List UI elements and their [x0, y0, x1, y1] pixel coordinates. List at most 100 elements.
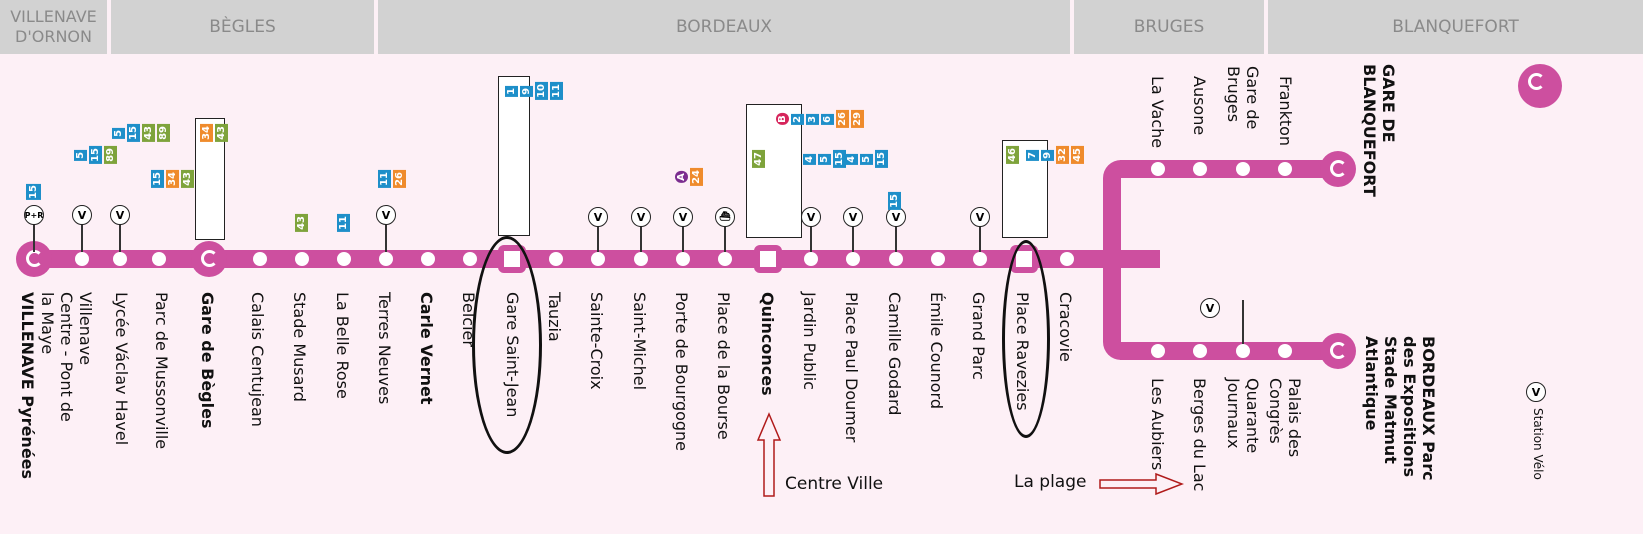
stop-label: Terres Neuves	[375, 292, 394, 405]
connector	[682, 225, 684, 252]
stop-label: Tauzia	[545, 292, 564, 342]
bus-lines-paul-doumer: 4 5 15	[845, 150, 888, 168]
stop-label: Camille Godard	[885, 292, 904, 416]
stop-dot[interactable]	[1151, 162, 1165, 176]
stop-hub-quinconces[interactable]	[754, 245, 782, 273]
bus-badge: 15	[26, 184, 41, 200]
connector	[597, 225, 599, 252]
stop-dot[interactable]	[846, 252, 860, 266]
stop-label: Frankton	[1276, 76, 1295, 147]
bus-badge: 15	[888, 192, 901, 210]
bus-badge: 6	[821, 113, 834, 125]
bus-lines-quinconces-2: 47	[752, 150, 765, 168]
bus-badge: 4	[803, 153, 816, 165]
bus-lines-jardin-public: 4 5 15	[803, 150, 846, 168]
highlight-oval-saint-jean	[472, 236, 542, 454]
bus-badge: 46	[1006, 146, 1019, 164]
stop-dot[interactable]	[295, 252, 309, 266]
stop-dot[interactable]	[718, 252, 732, 266]
connector	[724, 225, 726, 252]
stop-label: BORDEAUX Parc des Expositions Stade Matm…	[1362, 336, 1438, 481]
zone-blanquefort: BLANQUEFORT	[1268, 0, 1643, 54]
bike-station-icon: V	[1200, 298, 1220, 318]
bus-badge: 89	[157, 124, 170, 142]
stop-dot[interactable]	[463, 252, 477, 266]
stop-dot[interactable]	[113, 252, 127, 266]
stop-dot[interactable]	[549, 252, 563, 266]
stop-label: Les Aubiers	[1148, 378, 1167, 471]
boat-icon: ⛴	[715, 207, 735, 227]
bus-badge: 15	[127, 124, 140, 142]
bus-badge: 10	[535, 82, 548, 100]
connector	[33, 222, 35, 252]
stop-dot[interactable]	[1193, 344, 1207, 358]
arrow-right-icon	[1099, 472, 1184, 496]
stop-label: Carle Vernet	[417, 292, 436, 405]
stop-dot[interactable]	[1278, 344, 1292, 358]
stop-label: Place de la Bourse	[714, 292, 733, 440]
stop-dot[interactable]	[1236, 344, 1250, 358]
stop-label: Cracovie	[1056, 292, 1075, 362]
bus-box-quinconces	[746, 104, 802, 238]
connector	[81, 222, 83, 252]
stop-dot[interactable]	[931, 252, 945, 266]
stop-label: Ausone	[1190, 76, 1209, 136]
bus-badge: 89	[104, 146, 117, 164]
stop-dot[interactable]	[1060, 252, 1074, 266]
stop-dot[interactable]	[253, 252, 267, 266]
terminus-parc-expositions[interactable]	[1320, 333, 1356, 369]
stop-label: Lycée Václav Havel	[112, 292, 131, 446]
stop-dot[interactable]	[634, 252, 648, 266]
bus-lines-camille-godard: 15	[888, 192, 901, 210]
bus-badge: A	[675, 171, 688, 183]
stop-dot[interactable]	[889, 252, 903, 266]
stop-label: Place Paul Doumer	[842, 292, 861, 443]
terminus-blanquefort[interactable]	[1320, 151, 1356, 187]
stop-dot[interactable]	[152, 252, 166, 266]
bike-station-icon: V	[110, 205, 130, 225]
stop-dot[interactable]	[676, 252, 690, 266]
stop-dot[interactable]	[1151, 344, 1165, 358]
stop-dot[interactable]	[804, 252, 818, 266]
stop-dot[interactable]	[591, 252, 605, 266]
bus-badge: 2	[791, 113, 804, 125]
stop-dot[interactable]	[1236, 162, 1250, 176]
stop-dot[interactable]	[337, 252, 351, 266]
stop-label: Parc de Mussonville	[152, 292, 171, 450]
stop-label: Calais Centujean	[248, 292, 267, 427]
stop-dot[interactable]	[1278, 162, 1292, 176]
zone-bordeaux: BORDEAUX	[378, 0, 1070, 54]
stop-dot[interactable]	[421, 252, 435, 266]
stop-label: Palais des Congrès	[1266, 378, 1304, 458]
stop-dot[interactable]	[379, 252, 393, 266]
connector	[979, 225, 981, 252]
zone-begles: BÈGLES	[111, 0, 374, 54]
bus-badge: 9	[520, 85, 533, 97]
stop-label: Jardin Public	[800, 292, 819, 390]
bus-badge: 4	[845, 153, 858, 165]
bus-badge: 26	[836, 110, 849, 128]
bus-badge: 7	[1026, 149, 1039, 161]
stop-label: Berges du Lac	[1190, 378, 1209, 492]
terminus-gare-begles[interactable]	[191, 241, 227, 277]
stop-label: Gare de Bruges	[1224, 66, 1262, 130]
bus-badge: 45	[1071, 146, 1084, 164]
bus-lines-belle-rose: 11	[337, 214, 350, 232]
bus-badge: 47	[752, 150, 765, 168]
stop-label: Quinconces	[758, 292, 777, 396]
connector	[119, 222, 121, 252]
stop-label: VILLENAVE Pyrénées	[18, 292, 37, 480]
connector	[385, 222, 387, 252]
bus-lines-quinconces: B 2 3 6 26 29	[776, 110, 864, 128]
bus-lines-ravezies: 7 9 32 45	[1026, 146, 1084, 164]
arrow-up-icon	[756, 412, 782, 497]
stop-label: Stade Musard	[290, 292, 309, 402]
stop-dot[interactable]	[973, 252, 987, 266]
bus-lines-porte-bourgogne: A 24	[675, 168, 703, 186]
stop-label: Gare de Bègles	[198, 292, 217, 429]
zone-villenave: VILLENAVE D'ORNON	[0, 0, 107, 54]
legend-bike-icon: V	[1526, 382, 1546, 402]
bus-badge: 11	[337, 214, 350, 232]
stop-dot[interactable]	[1193, 162, 1207, 176]
stop-dot[interactable]	[75, 252, 89, 266]
